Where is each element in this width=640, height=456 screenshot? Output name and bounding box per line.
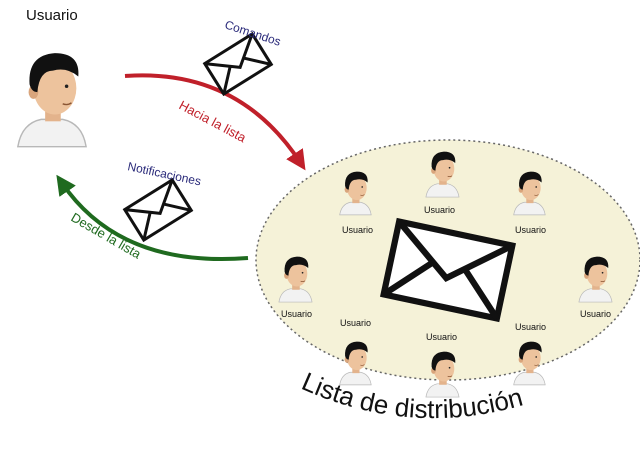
- member-label: Usuario: [515, 322, 546, 332]
- member-label: Usuario: [281, 309, 312, 319]
- member-label: Usuario: [426, 332, 457, 342]
- member-label: Usuario: [342, 225, 373, 235]
- member-label: Usuario: [340, 318, 371, 328]
- member-label: Usuario: [580, 309, 611, 319]
- to-list-arrow-label: Hacia la lista: [177, 97, 250, 145]
- from-list-arrow: [56, 174, 249, 261]
- sender-label: Usuario: [26, 7, 78, 24]
- member-label: Usuario: [515, 225, 546, 235]
- notifications-envelope: [123, 178, 193, 242]
- sender-avatar: [17, 52, 87, 148]
- member-label: Usuario: [424, 205, 455, 215]
